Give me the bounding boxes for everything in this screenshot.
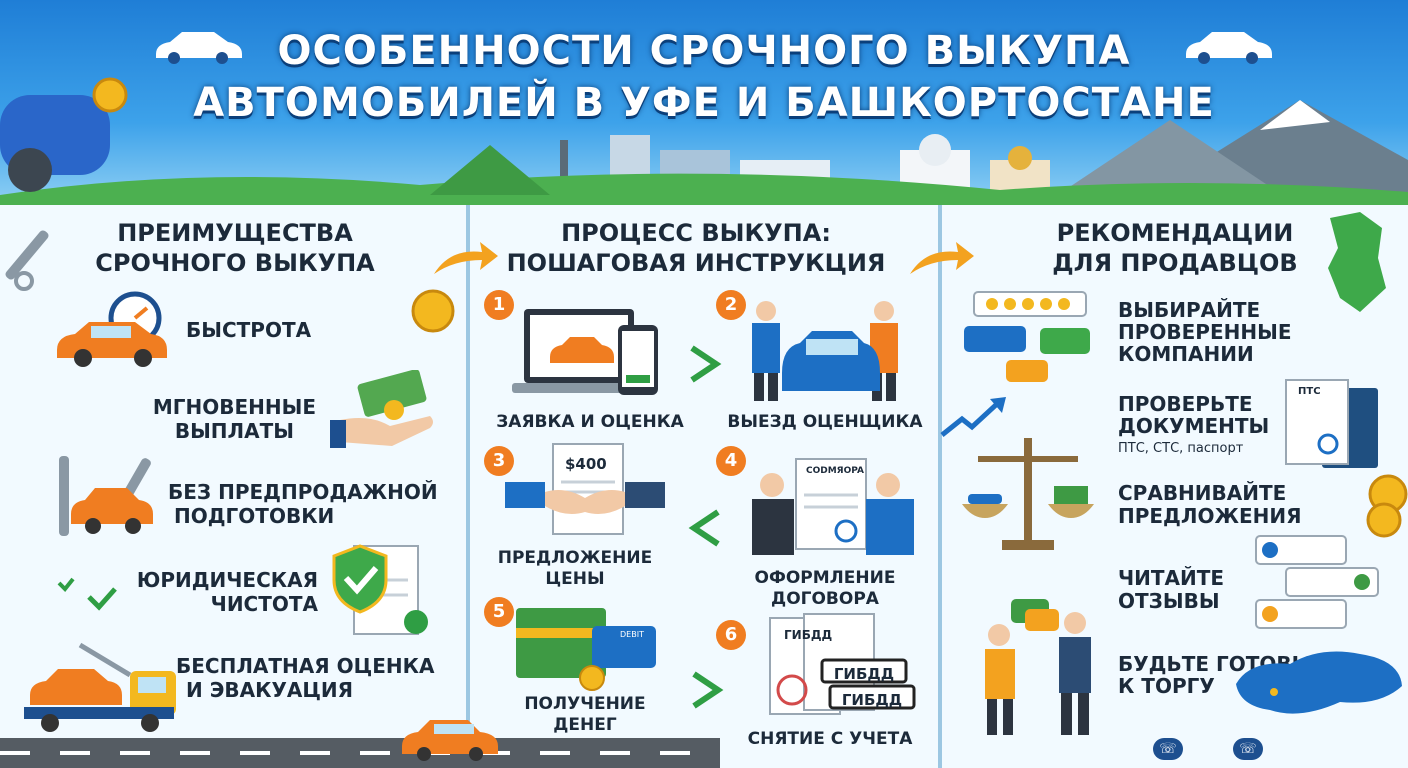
benefit-label: ВЫПЛАТЫ	[174, 419, 294, 443]
step-number: 2	[716, 290, 746, 320]
reviews-icon	[1255, 535, 1379, 629]
benefit-label: И ЭВАКУАЦИЯ	[186, 678, 354, 702]
tip-label: КОМПАНИИ	[1118, 342, 1254, 366]
city-skyline-illustration	[0, 77, 1408, 205]
tip-label: ДОКУМЕНТЫ	[1118, 414, 1270, 438]
tip-label: СРАВНИВАЙТЕ	[1118, 481, 1287, 505]
benefits-heading-line1: ПРЕИМУЩЕСТВА	[117, 219, 353, 247]
car-icon	[1186, 32, 1272, 64]
tips-heading-line2: ДЛЯ ПРОДАВЦОВ	[1052, 249, 1298, 277]
tip-label: ПРЕДЛОЖЕНИЯ	[1118, 504, 1302, 528]
check-icon	[57, 577, 117, 611]
chevron-right-icon	[690, 345, 722, 383]
tip-label: ЧИТАЙТЕ	[1118, 566, 1225, 590]
process-heading-line1: ПРОЦЕСС ВЫКУПА:	[561, 219, 831, 247]
step-label: ЗАЯВКА И ОЦЕНКА	[496, 412, 684, 432]
divider	[938, 205, 942, 768]
handshake-icon	[505, 443, 665, 535]
header-banner: ОСОБЕННОСТИ СРОЧНОГО ВЫКУПА АВТОМОБИЛЕЙ …	[0, 0, 1408, 205]
tip-label: ОТЗЫВЫ	[1118, 589, 1220, 613]
gibdd-plate: ГИБДД	[833, 665, 895, 683]
page-title-line2: АВТОМОБИЛЕЙ В УФЕ И БАШКОРТОСТАНЕ	[193, 80, 1215, 126]
benefit-label: ЮРИДИЧЕСКАЯ	[136, 568, 318, 592]
step-number: 1	[484, 290, 514, 320]
tip-label: ПРОВЕРЬТЕ	[1118, 392, 1253, 416]
benefit-label: БЫСТРОТА	[186, 318, 312, 342]
step-number: 5	[484, 597, 514, 627]
docs-note: ПТС, СТС, паспорт	[1118, 441, 1244, 456]
tip-label: ВЫБИРАЙТЕ	[1118, 298, 1261, 322]
coin-icon	[411, 289, 455, 333]
wrench-icon	[5, 230, 49, 291]
step-number: 6	[716, 620, 746, 650]
chevron-left-icon	[688, 509, 720, 547]
step-label: ВЫЕЗД ОЦЕНЩИКА	[727, 412, 923, 432]
car-icon	[402, 720, 498, 761]
coin-icon	[1366, 474, 1408, 538]
step-label: ПОЛУЧЕНИЕ	[524, 694, 646, 714]
process-heading-line2: ПОШАГОВАЯ ИНСТРУКЦИЯ	[506, 249, 886, 277]
chevron-right-icon	[692, 671, 724, 709]
growth-arrow-icon	[940, 397, 1006, 437]
phone-icon[interactable]: ☏	[1153, 738, 1183, 760]
car-icon	[156, 32, 242, 64]
cash-card-icon	[516, 608, 656, 691]
gibdd-label: ГИБДД	[784, 628, 833, 642]
phone-icon[interactable]: ☏	[1233, 738, 1263, 760]
documents-icon	[1285, 379, 1378, 468]
gibdd-plate: ГИБДД	[841, 691, 903, 709]
benefit-label: БЕЗ ПРЕДПРОДАЖНОЙ	[168, 480, 438, 504]
step-number: 4	[716, 446, 746, 476]
step-label: ДЕНЕГ	[553, 715, 617, 735]
laptop-phone-icon	[512, 309, 658, 395]
appraiser-car-icon	[752, 301, 898, 401]
arrow-icon	[434, 242, 498, 274]
rating-chat-icon	[964, 291, 1090, 382]
benefit-label: ПОДГОТОВКИ	[174, 504, 335, 528]
wrench-car-icon	[59, 456, 153, 536]
tip-label: ПРОВЕРЕННЫЕ	[1118, 320, 1292, 344]
money-hand-icon	[330, 370, 433, 448]
pts-label: ПТС	[1298, 386, 1321, 397]
benefit-label: ЧИСТОТА	[210, 592, 318, 616]
divider	[466, 205, 470, 768]
step-label: ПРЕДЛОЖЕНИЕ	[497, 548, 653, 568]
page-title-line1: ОСОБЕННОСТИ СРОЧНОГО ВЫКУПА	[277, 28, 1131, 74]
stopwatch-car-icon	[57, 291, 167, 367]
step-number: 3	[484, 446, 514, 476]
step-label: СНЯТИЕ С УЧЕТА	[747, 729, 913, 749]
benefit-label: БЕСПЛАТНАЯ ОЦЕНКА	[176, 654, 435, 678]
step-label: ОФОРМЛЕНИЕ	[754, 568, 896, 588]
bashkortostan-map-icon	[1328, 212, 1386, 312]
benefit-label: МГНОВЕННЫЕ	[152, 395, 316, 419]
contract-signing-icon	[752, 458, 914, 555]
step-label: ЦЕНЫ	[545, 569, 605, 589]
tip-label: К ТОРГУ	[1118, 674, 1215, 698]
scales-icon	[962, 438, 1094, 550]
deregistration-docs-icon	[769, 613, 916, 715]
shield-check-icon	[332, 544, 428, 635]
negotiation-people-icon	[985, 599, 1091, 735]
tips-heading-line1: РЕКОМЕНДАЦИИ	[1056, 219, 1294, 247]
tow-truck-icon	[24, 642, 176, 732]
benefits-heading-line2: СРОЧНОГО ВЫКУПА	[95, 249, 375, 277]
card-label: DEBIT	[620, 630, 644, 639]
contract-title: CODMЯOPA	[806, 466, 864, 476]
road-illustration	[0, 738, 720, 768]
arrow-icon	[910, 242, 974, 274]
price-tag: $400	[565, 455, 607, 473]
russia-map-icon	[1236, 651, 1402, 714]
step-label: ДОГОВОРА	[771, 589, 879, 609]
